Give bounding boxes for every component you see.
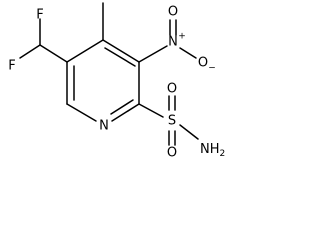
atom-n-nitro: N [168,35,178,50]
atom-n-nitro-charge: + [178,32,186,42]
atom-label-group: F F N N + O O − S O O NH2 [8,5,225,161]
bond-c4-c3-double [104,47,136,67]
atom-nh2-main: NH [200,142,220,157]
atom-nh2: NH2 [200,142,225,159]
bond-c5-c4 [66,39,104,63]
atom-f-left: F [8,59,15,74]
atom-o-sulfonyl-top: O [167,82,177,97]
bond-c4-c3 [102,39,140,63]
atom-s: S [168,114,176,129]
atom-o-nitro-right: O [198,56,208,71]
bond-nitro-o-right [179,47,197,59]
chemical-structure-diagram: F F N N + O O − S O O NH2 [8,2,225,161]
bond-c2-s [138,103,164,118]
bond-c2-n1 [111,103,140,122]
bond-c2-n1-double [110,99,134,115]
bond-n1-c6 [66,103,97,122]
bond-chf2-f-left [19,44,41,59]
atom-f-top: F [36,8,43,23]
atom-nh2-subscript: 2 [220,149,226,159]
atom-o-nitro-top: O [168,5,178,20]
atom-n-ring: N [99,119,109,134]
bond-group [19,2,199,146]
atom-o-sulfonyl-bottom: O [167,146,177,161]
bond-c3-nitro [138,45,168,63]
atom-o-nitro-charge: − [208,64,216,74]
bond-s-nh2 [179,124,199,140]
bond-c5-chf2 [39,44,68,63]
